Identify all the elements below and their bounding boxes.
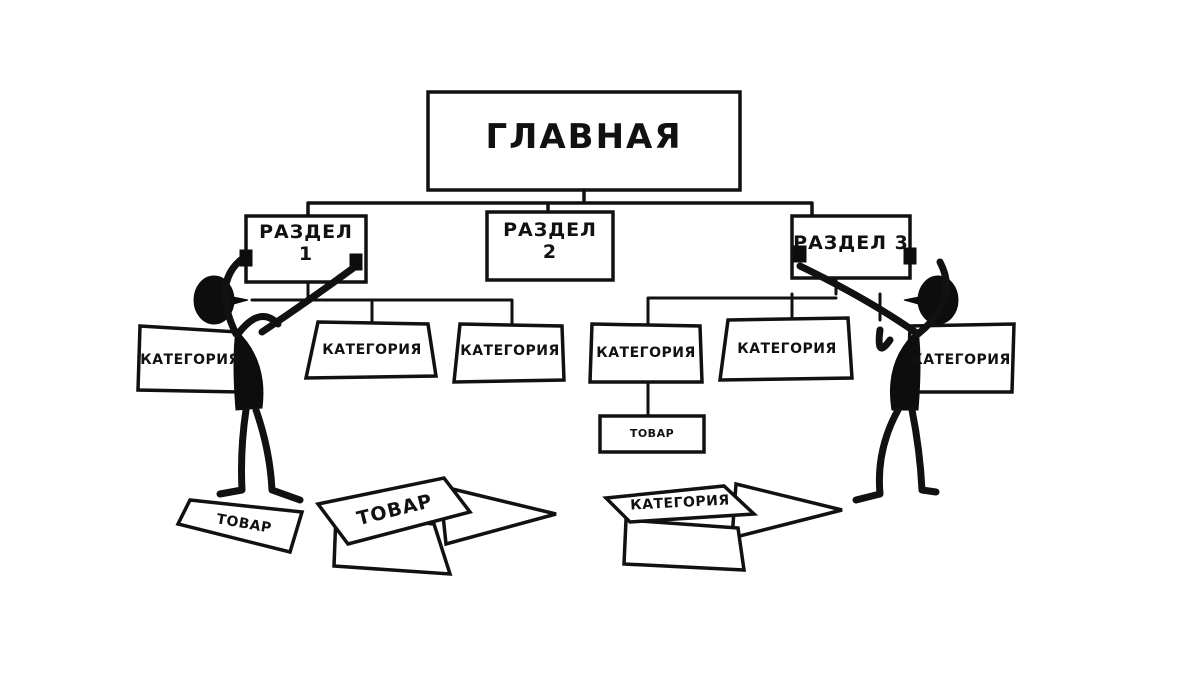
category-box-2: [303, 320, 439, 380]
category-label-1: КАТЕГОРИЯ: [140, 352, 240, 368]
section-2-label: РАЗДЕЛ 2: [487, 219, 613, 264]
category-label-2: КАТЕГОРИЯ: [322, 342, 422, 358]
category-box-4: [588, 322, 704, 384]
floor-paper-1: [175, 498, 305, 555]
product-box: [598, 414, 706, 454]
floor-paper-3: [602, 484, 759, 524]
section-1-line1: РАЗДЕЛ: [259, 221, 353, 243]
root-box: [426, 90, 742, 192]
section-1-label: РАЗДЕЛ 1: [246, 221, 366, 266]
section-2-box: [485, 210, 615, 282]
category-label-6: КАТЕГОРИЯ: [911, 352, 1011, 368]
section-3-box: [790, 214, 912, 280]
right-figure: [793, 245, 959, 504]
root-connector: [306, 188, 814, 223]
section-3-label: РАЗДЕЛ 3: [792, 232, 910, 255]
section-1-line2: 1: [298, 242, 314, 265]
category-label-5: КАТЕГОРИЯ: [737, 341, 837, 357]
category-box-5: [717, 316, 854, 382]
root-label: ГЛАВНАЯ: [485, 117, 683, 157]
floor-paper-2: [314, 476, 473, 546]
category-label-4: КАТЕГОРИЯ: [596, 345, 696, 361]
section-2-line2: 2: [542, 240, 558, 263]
left-figure: [193, 249, 363, 504]
product-label: ТОВАР: [629, 427, 675, 440]
category-label-3: КАТЕГОРИЯ: [460, 343, 560, 359]
floor-paper-stack-back-4: [622, 518, 747, 572]
section-3-line1: РАЗДЕЛ 3: [793, 232, 909, 254]
section-2-line1: РАЗДЕЛ: [503, 219, 597, 241]
category-box-3: [452, 322, 566, 384]
section-connectors: [250, 276, 882, 326]
